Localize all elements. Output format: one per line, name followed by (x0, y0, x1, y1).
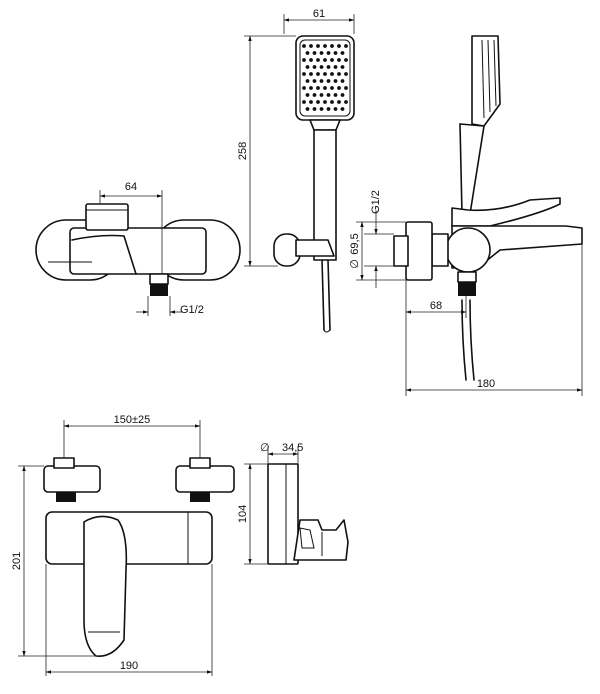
nozzle-dot (319, 51, 324, 55)
nozzle-dot (326, 79, 331, 83)
dim-hand-shower-width: 61 (313, 8, 325, 20)
nozzle-dot (330, 86, 334, 90)
nozzle-dot (302, 58, 306, 62)
shower-holder-dimensions: ∅ 34,5 104 (237, 442, 303, 565)
nozzle-dot (309, 86, 313, 90)
nozzle-dot (309, 72, 313, 76)
nozzle-dot (333, 107, 338, 111)
shower-holder (267, 463, 349, 565)
nozzle-dot (316, 100, 320, 104)
nozzle-dot (333, 65, 338, 69)
dim-side-body-diameter-symbol: ∅ (349, 259, 361, 269)
nozzle-dot (340, 51, 345, 55)
nozzle-dot (312, 51, 317, 55)
nozzle-dot (305, 107, 310, 111)
nozzle-dot (326, 93, 331, 97)
nozzle-dot (323, 44, 327, 48)
nozzle-dot (340, 65, 345, 69)
nozzle-dot (323, 58, 327, 62)
mixer-side-dimensions: G1/2 ∅ 69,5 68 180 (349, 190, 583, 396)
mixer-side-view (393, 35, 583, 381)
nozzle-dot (340, 79, 345, 83)
nozzle-dot (333, 79, 338, 83)
nozzle-dot (330, 100, 334, 104)
dim-hand-shower-length: 258 (237, 142, 249, 160)
nozzle-dot (337, 86, 341, 90)
nozzle-dot (305, 51, 310, 55)
nozzle-dot (340, 107, 345, 111)
dim-front-width: 190 (120, 660, 138, 672)
nozzle-dot (330, 44, 334, 48)
nozzle-dot (305, 65, 310, 69)
nozzle-dot (319, 107, 324, 111)
nozzle-dot (312, 79, 317, 83)
nozzle-dot (302, 44, 306, 48)
dim-top-mixer-width: 64 (125, 181, 137, 193)
shower-nozzles (302, 44, 348, 111)
dim-top-mixer-thread: G1/2 (180, 304, 204, 316)
dim-holder-height: 104 (237, 505, 249, 523)
nozzle-dot (330, 58, 334, 62)
nozzle-dot (323, 72, 327, 76)
nozzle-dot (340, 93, 345, 97)
hand-shower (273, 35, 355, 333)
dim-side-thread: G1/2 (370, 190, 382, 214)
nozzle-dot (333, 93, 338, 97)
nozzle-dot (302, 72, 306, 76)
hand-shower-dimensions: 61 258 (237, 8, 355, 267)
nozzle-dot (330, 72, 334, 76)
nozzle-dot (319, 93, 324, 97)
nozzle-dot (323, 100, 327, 104)
nozzle-dot (319, 65, 324, 69)
nozzle-dot (344, 100, 348, 104)
mixer-front-view (43, 457, 235, 657)
dim-side-offset: 68 (430, 300, 442, 312)
nozzle-dot (302, 86, 306, 90)
nozzle-dot (309, 100, 313, 104)
dim-front-centers: 150±25 (114, 414, 151, 426)
nozzle-dot (337, 58, 341, 62)
nozzle-dot (305, 93, 310, 97)
nozzle-dot (319, 79, 324, 83)
dim-holder-diameter: 34,5 (282, 442, 303, 454)
mixer-top-dimensions: 64 G1/2 (99, 181, 204, 316)
nozzle-dot (337, 100, 341, 104)
dim-side-spout-length: 180 (477, 378, 495, 390)
nozzle-dot (337, 72, 341, 76)
nozzle-dot (316, 58, 320, 62)
nozzle-dot (312, 93, 317, 97)
nozzle-dot (344, 44, 348, 48)
nozzle-dot (312, 107, 317, 111)
mixer-top-view (35, 203, 241, 296)
nozzle-dot (344, 58, 348, 62)
dim-front-height: 201 (11, 552, 23, 570)
nozzle-dot (333, 51, 338, 55)
dim-holder-diameter-symbol: ∅ (260, 442, 270, 454)
nozzle-dot (344, 86, 348, 90)
nozzle-dot (344, 72, 348, 76)
nozzle-dot (305, 79, 310, 83)
nozzle-dot (302, 100, 306, 104)
nozzle-dot (326, 65, 331, 69)
nozzle-dot (337, 44, 341, 48)
nozzle-dot (326, 51, 331, 55)
nozzle-dot (326, 107, 331, 111)
nozzle-dot (312, 65, 317, 69)
mixer-front-dimensions: 150±25 201 190 (11, 414, 213, 676)
nozzle-dot (309, 44, 313, 48)
nozzle-dot (309, 58, 313, 62)
nozzle-dot (316, 86, 320, 90)
nozzle-dot (316, 44, 320, 48)
nozzle-dot (316, 72, 320, 76)
dim-side-body-diameter: 69,5 (349, 233, 361, 254)
nozzle-dot (323, 86, 327, 90)
